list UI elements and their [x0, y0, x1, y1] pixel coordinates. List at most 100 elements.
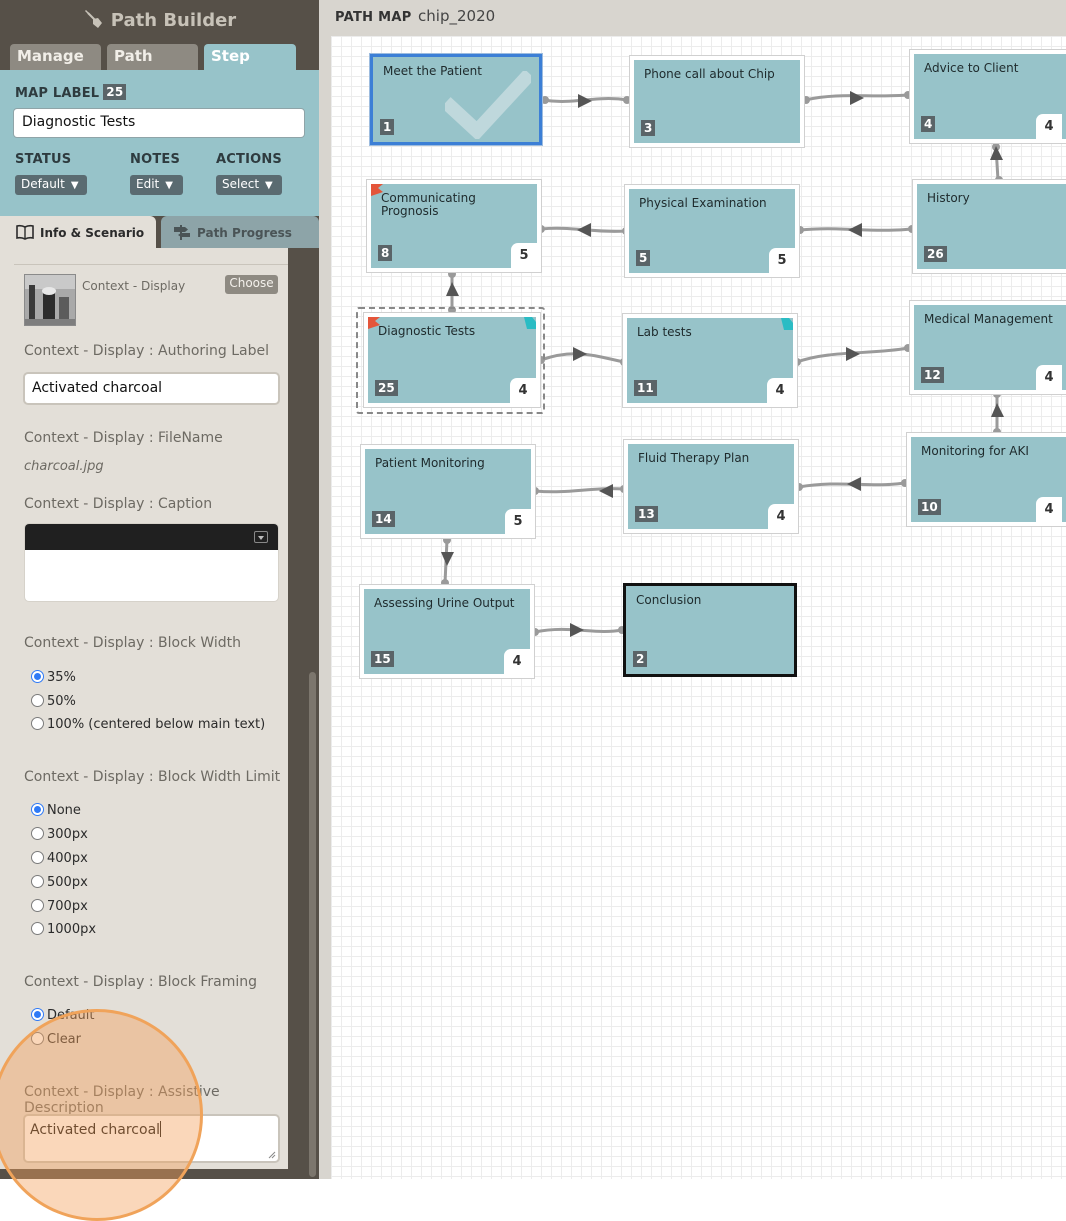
tab-step[interactable]: Step [204, 44, 296, 70]
arrow-right-icon [578, 94, 592, 108]
node-patient-monitoring[interactable]: Patient Monitoring 14 5 [361, 445, 535, 538]
arrow-right-icon [846, 347, 860, 361]
status-dropdown[interactable]: Default▼ [15, 175, 87, 195]
choose-button[interactable]: Choose [225, 275, 278, 294]
node-id-badge: 15 [371, 651, 394, 667]
node-label: History [927, 191, 970, 205]
arrow-up-icon [991, 403, 1004, 417]
app-title: Path Builder [0, 8, 319, 31]
node-count-badge: 5 [511, 243, 537, 268]
caption-dropdown-icon[interactable] [254, 531, 268, 543]
tab-path[interactable]: Path [107, 44, 198, 70]
sidebar-scrollbar-thumb[interactable] [309, 672, 316, 1177]
flag-icon [368, 317, 380, 329]
assistive-description-textarea[interactable]: Activated charcoal [23, 1114, 280, 1163]
node-label: Patient Monitoring [375, 456, 485, 470]
node-physical-examination[interactable]: Physical Examination 5 5 [625, 185, 799, 277]
node-phone-call-about-chip[interactable]: Phone call about Chip 3 [630, 56, 804, 147]
node-medical-management[interactable]: Medical Management 12 4 [910, 301, 1066, 394]
node-label: Monitoring for AKI [921, 444, 1029, 458]
node-diagnostic-tests[interactable]: Diagnostic Tests 25 4 [364, 313, 540, 407]
arrow-down-icon [441, 552, 454, 566]
authoring-label-input[interactable]: Activated charcoal [23, 372, 280, 405]
arrow-right-icon [573, 347, 587, 361]
tab-manage[interactable]: Manage [10, 44, 101, 70]
node-count-badge: 4 [1036, 114, 1062, 139]
checkmark-icon [445, 71, 531, 139]
map-title: PATH MAP chip_2020 [335, 7, 496, 25]
radio-block-width-100[interactable]: 100% (centered below main text) [31, 717, 265, 732]
node-assessing-urine-output[interactable]: Assessing Urine Output 15 4 [360, 585, 534, 678]
node-count-badge: 4 [1036, 365, 1062, 390]
assistive-description-heading: Context - Display : Assistive Descriptio… [24, 1084, 220, 1116]
radio-width-limit-700[interactable]: 700px [31, 899, 88, 914]
radio-width-limit-1000[interactable]: 1000px [31, 922, 96, 937]
radio-block-width-35[interactable]: 35% [31, 670, 76, 685]
note-corner-icon [524, 317, 536, 329]
context-display-label: Context - Display [82, 279, 186, 293]
node-label: Advice to Client [924, 61, 1019, 75]
block-width-limit-heading: Context - Display : Block Width Limit [24, 769, 281, 785]
tab-info-scenario[interactable]: Info & Scenario [0, 216, 156, 248]
arrow-left-icon [577, 223, 591, 237]
arrow-up-icon [446, 282, 459, 296]
node-count-badge: 4 [1036, 497, 1062, 522]
flag-icon [371, 184, 383, 196]
chevron-down-icon: ▼ [70, 180, 79, 191]
node-id-badge: 5 [636, 250, 651, 266]
radio-width-limit-400[interactable]: 400px [31, 851, 88, 866]
shovel-icon [84, 10, 102, 28]
node-count-badge: 4 [768, 504, 794, 529]
node-id-badge: 13 [635, 506, 658, 522]
node-label: Physical Examination [639, 196, 767, 210]
node-conclusion[interactable]: Conclusion 2 [623, 583, 797, 677]
connector-dot [541, 96, 549, 104]
radio-width-limit-500[interactable]: 500px [31, 875, 88, 890]
charcoal-photo [25, 275, 75, 325]
radio-width-limit-none[interactable]: None [31, 803, 81, 818]
map-label-input[interactable]: Diagnostic Tests [13, 108, 305, 138]
book-icon [16, 224, 34, 240]
filename-heading: Context - Display : FileName [24, 430, 223, 446]
status-label: STATUS [15, 152, 72, 167]
chevron-down-icon: ▼ [165, 180, 173, 191]
node-meet-the-patient[interactable]: Meet the Patient 1 [370, 54, 542, 145]
tab-path-progress[interactable]: Path Progress [161, 216, 319, 248]
node-label: Conclusion [636, 593, 702, 607]
node-history[interactable]: History 26 [913, 180, 1066, 273]
node-count-badge: 5 [505, 509, 531, 534]
node-count-badge: 4 [767, 378, 793, 403]
node-advice-to-client[interactable]: Advice to Client 4 4 [910, 50, 1066, 143]
node-id-badge: 1 [380, 119, 395, 135]
radio-framing-clear[interactable]: Clear [31, 1032, 81, 1047]
node-id-badge: 10 [918, 499, 941, 515]
node-label: Medical Management [924, 312, 1053, 326]
chevron-down-icon: ▼ [265, 180, 273, 191]
node-count-badge: 5 [769, 248, 795, 273]
node-label: Diagnostic Tests [378, 324, 476, 338]
step-form: Context - Display Choose Context - Displ… [0, 248, 288, 1169]
node-label: Assessing Urine Output [374, 596, 515, 610]
node-id-badge: 14 [372, 511, 395, 527]
notes-label: NOTES [130, 152, 181, 167]
resize-grip-icon[interactable] [268, 1151, 276, 1159]
node-id-badge: 12 [921, 367, 944, 383]
radio-block-width-50[interactable]: 50% [31, 694, 76, 709]
node-id-badge: 25 [375, 380, 398, 396]
caption-heading: Context - Display : Caption [24, 496, 213, 512]
divider [14, 264, 288, 265]
connector-dot [443, 536, 451, 544]
connector-dot [448, 270, 456, 278]
connector-dot [802, 96, 810, 104]
node-monitoring-for-aki[interactable]: Monitoring for AKI 10 4 [907, 433, 1066, 526]
node-fluid-therapy-plan[interactable]: Fluid Therapy Plan 13 4 [624, 440, 798, 533]
actions-label: ACTIONS [216, 152, 283, 167]
node-communicating-prognosis[interactable]: Communicating Prognosis 8 5 [367, 180, 541, 272]
node-lab-tests[interactable]: Lab tests 11 4 [623, 314, 797, 407]
radio-width-limit-300[interactable]: 300px [31, 827, 88, 842]
notes-dropdown[interactable]: Edit▼ [130, 175, 183, 195]
actions-dropdown[interactable]: Select▼ [216, 175, 282, 195]
caption-editor[interactable] [24, 523, 279, 602]
